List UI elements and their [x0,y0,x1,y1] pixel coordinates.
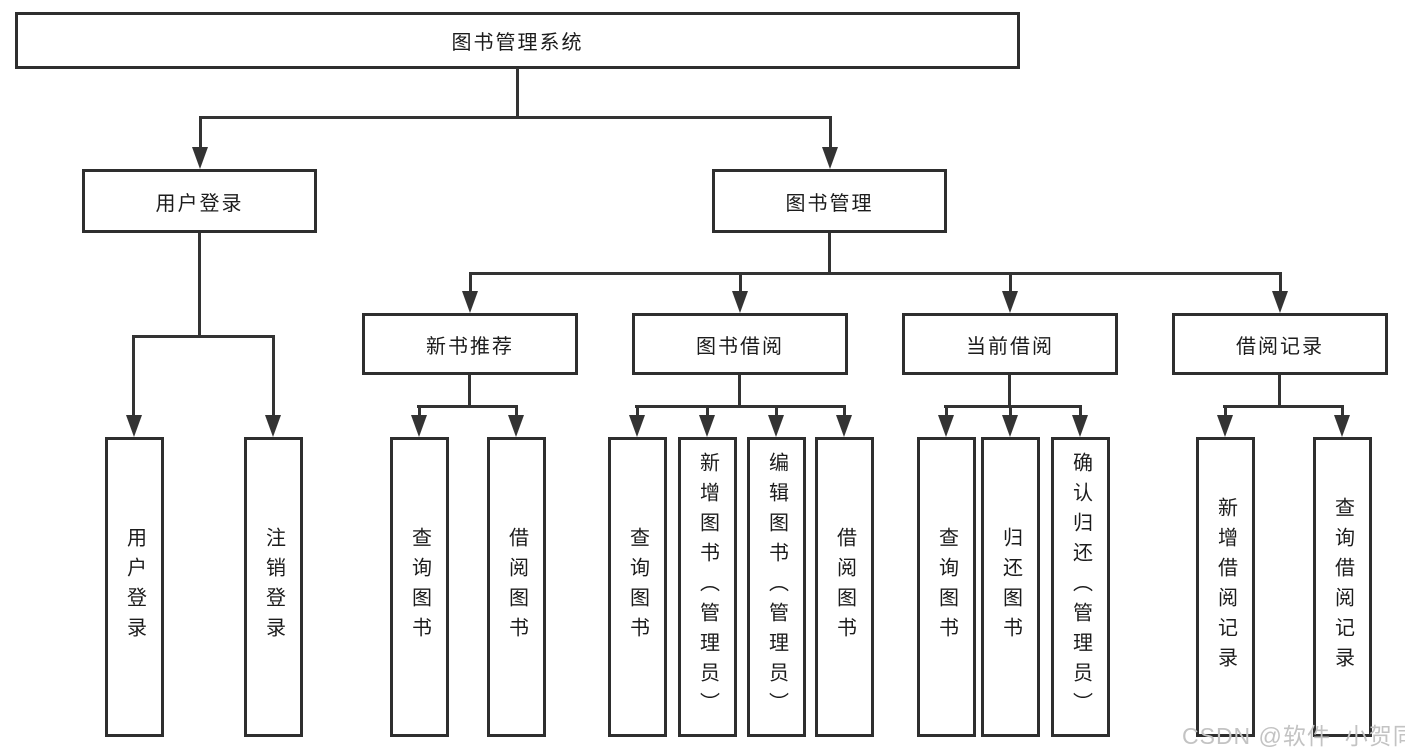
arrow-down-icon [1334,415,1350,437]
node-label: 用户登录 [155,192,244,215]
connector-line [516,68,519,119]
node-current-borrowing: 当前借阅 [902,313,1118,375]
connector-line [1008,375,1011,407]
node-borrowing-records: 借阅记录 [1172,313,1388,375]
node-label: 归还图书 [999,527,1022,647]
connector-line [739,272,742,294]
node-label: 图书借阅 [696,335,784,358]
arrow-down-icon [836,415,852,437]
node-label: 用户登录 [123,527,146,647]
watermark-csdn: CSDN @软件_小贺同学 [1182,723,1405,747]
connector-line [469,272,1282,275]
node-label: 借阅记录 [1236,335,1324,358]
arrow-down-icon [462,291,478,313]
node-label: 注销登录 [262,527,285,647]
connector-line [1341,405,1344,418]
leaf-user-login: 用户登录 [105,437,164,737]
connector-line [1223,405,1344,408]
arrow-down-icon [411,415,427,437]
connector-line [468,375,471,407]
arrow-down-icon [822,147,838,169]
connector-line [1079,405,1082,418]
arrow-down-icon [265,415,281,437]
connector-line [843,405,846,418]
connector-line [828,233,831,274]
connector-line [944,405,1082,408]
node-label: 图书管理 [785,192,874,215]
connector-line [1279,272,1282,294]
leaf-logout: 注销登录 [244,437,303,737]
arrow-down-icon [732,291,748,313]
leaf-borrow-books-borrowing: 借阅图书 [815,437,874,737]
node-user-login-branch: 用户登录 [82,169,317,233]
connector-line [132,335,275,338]
leaf-query-borrow-record: 查询借阅记录 [1313,437,1372,737]
node-label: 借阅图书 [833,527,856,647]
connector-line [417,405,518,408]
arrow-down-icon [1217,415,1233,437]
arrow-down-icon [1272,291,1288,313]
leaf-confirm-return-admin: 确认归还（管理员） [1051,437,1110,737]
leaf-query-books-borrowing: 查询图书 [608,437,667,737]
connector-line [738,375,741,407]
node-label: 当前借阅 [966,335,1054,358]
node-label: 借阅图书 [505,527,528,647]
connector-line [1009,405,1012,418]
leaf-add-borrow-record: 新增借阅记录 [1196,437,1255,737]
connector-line [945,405,948,418]
node-library-system: 图书管理系统 [15,12,1020,69]
connector-line [418,405,421,418]
connector-line [1009,272,1012,294]
leaf-borrow-books-recommend: 借阅图书 [487,437,546,737]
node-book-management: 图书管理 [712,169,947,233]
arrow-down-icon [192,147,208,169]
arrow-down-icon [1072,415,1088,437]
arrow-down-icon [126,415,142,437]
connector-line [199,116,832,119]
node-label: 查询图书 [408,527,431,647]
arrow-down-icon [768,415,784,437]
arrow-down-icon [508,415,524,437]
node-new-book-recommend: 新书推荐 [362,313,578,375]
node-label: 图书管理系统 [451,32,584,54]
connector-line [515,405,518,418]
node-label: 查询借阅记录 [1331,497,1354,677]
arrow-down-icon [1002,291,1018,313]
node-label: 查询图书 [626,527,649,647]
connector-line [199,116,202,150]
connector-line [469,272,472,294]
leaf-query-books-current: 查询图书 [917,437,976,737]
connector-line [272,335,275,417]
node-book-borrowing: 图书借阅 [632,313,848,375]
node-label: 编辑图书（管理员） [765,452,788,722]
leaf-edit-books-admin: 编辑图书（管理员） [747,437,806,737]
connector-line [636,405,639,418]
arrow-down-icon [629,415,645,437]
connector-line [706,405,709,418]
connector-line [132,335,135,417]
leaf-query-books-recommend: 查询图书 [390,437,449,737]
connector-line [829,116,832,150]
connector-line [635,405,846,408]
connector-line [1278,375,1281,407]
node-label: 确认归还（管理员） [1069,452,1092,722]
arrow-down-icon [1002,415,1018,437]
leaf-return-books: 归还图书 [981,437,1040,737]
connector-line [1224,405,1227,418]
arrow-down-icon [938,415,954,437]
connector-line [198,233,201,338]
node-label: 新增借阅记录 [1214,497,1237,677]
connector-line [775,405,778,418]
leaf-add-books-admin: 新增图书（管理员） [678,437,737,737]
node-label: 新增图书（管理员） [696,452,719,722]
node-label: 查询图书 [935,527,958,647]
arrow-down-icon [699,415,715,437]
node-label: 新书推荐 [426,335,514,358]
